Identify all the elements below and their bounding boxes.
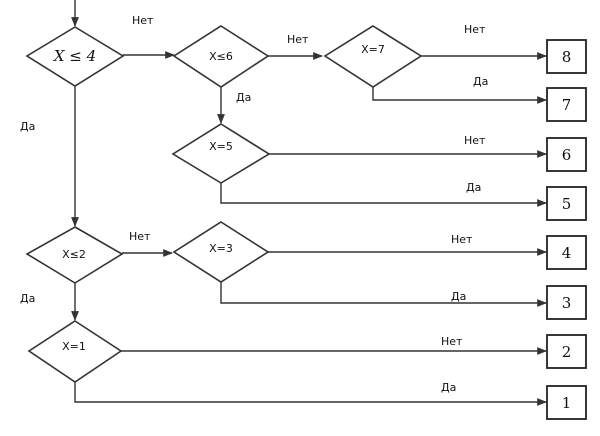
result-number: 8: [562, 48, 572, 66]
label-no: Нет: [132, 14, 154, 27]
result-box-6: 6: [546, 137, 587, 172]
edge-x3-yes: [220, 282, 547, 307]
result-number: 2: [562, 343, 572, 361]
decision-x-le-4: X ≤ 4: [25, 26, 125, 87]
result-box-3: 3: [546, 285, 587, 320]
decision-label: X≤6: [209, 50, 233, 63]
edge-x7-yes: [372, 87, 547, 104]
edge-x5-yes: [220, 183, 547, 207]
decision-x-eq-1: X=1: [27, 320, 123, 383]
label-no: Нет: [441, 335, 463, 348]
label-yes: Да: [20, 120, 35, 133]
decision-label: X=5: [209, 140, 233, 153]
edge-labels: Нет Нет Нет Да Да Да Нет Да Нет Нет Да Д…: [20, 14, 488, 394]
decision-label: X≤2: [62, 248, 86, 261]
decision-x-eq-5: X=5: [171, 123, 271, 184]
result-box-1: 1: [546, 385, 587, 420]
label-no: Нет: [287, 33, 309, 46]
decision-x-le-2: X≤2: [25, 226, 124, 284]
decision-x-eq-7: X=7: [323, 25, 423, 88]
label-no: Нет: [129, 230, 151, 243]
label-yes: Да: [20, 292, 35, 305]
label-no: Нет: [464, 134, 486, 147]
decision-label: X ≤ 4: [53, 47, 96, 65]
result-box-7: 7: [546, 87, 587, 122]
decision-x-le-6: X≤6: [172, 25, 270, 88]
label-yes: Да: [451, 290, 466, 303]
result-box-4: 4: [546, 235, 587, 270]
result-number: 6: [562, 146, 572, 164]
label-yes: Да: [236, 91, 251, 104]
result-number: 1: [562, 394, 572, 412]
result-number: 7: [562, 96, 572, 114]
label-no: Нет: [451, 233, 473, 246]
label-yes: Да: [473, 75, 488, 88]
result-box-2: 2: [546, 334, 587, 369]
decision-label: X=1: [62, 340, 86, 353]
connectors: [71, 0, 547, 406]
result-number: 4: [562, 244, 572, 262]
decision-x-eq-3: X=3: [172, 221, 270, 283]
label-yes: Да: [441, 381, 456, 394]
decision-label: X=3: [209, 242, 233, 255]
edge-x1-yes: [74, 382, 547, 406]
result-number: 5: [562, 195, 572, 213]
label-no: Нет: [464, 23, 486, 36]
result-box-5: 5: [546, 186, 587, 221]
decision-label: X=7: [361, 43, 385, 56]
result-number: 3: [562, 294, 572, 312]
label-yes: Да: [466, 181, 481, 194]
result-box-8: 8: [546, 39, 587, 74]
